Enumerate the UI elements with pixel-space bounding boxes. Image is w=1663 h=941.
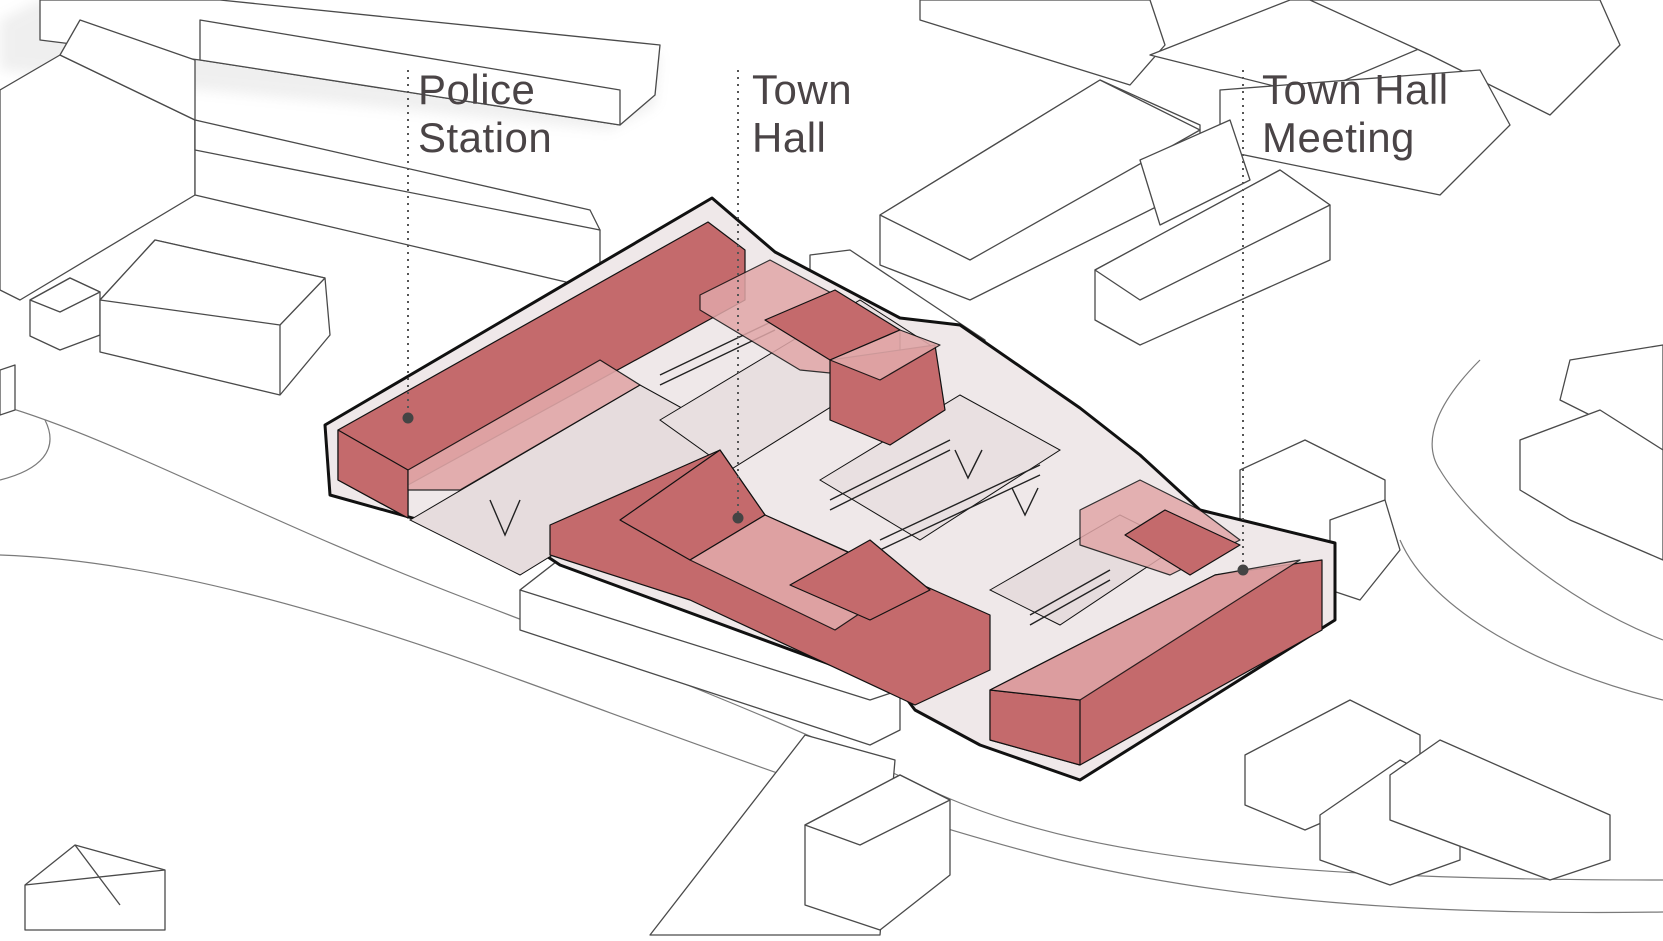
leader-dots <box>402 412 1249 576</box>
label-town-hall: Town Hall <box>752 66 852 162</box>
label-town-hall-meeting-line1: Town Hall <box>1262 66 1449 113</box>
town-hall-meeting-marker <box>1237 564 1249 576</box>
police-station-marker <box>402 412 414 424</box>
program-volumes <box>337 221 1323 766</box>
label-town-hall-line1: Town <box>752 66 853 113</box>
leader-lines <box>407 70 1244 570</box>
label-town-hall-meeting: Town Hall Meeting <box>1262 66 1449 162</box>
label-town-hall-meeting-line2: Meeting <box>1262 114 1415 161</box>
town-hall-marker <box>732 512 744 524</box>
label-town-hall-line2: Hall <box>752 114 827 161</box>
label-police-station: Police Station <box>418 66 552 162</box>
label-police-station-line2: Station <box>418 114 553 161</box>
label-police-station-line1: Police <box>418 66 536 113</box>
